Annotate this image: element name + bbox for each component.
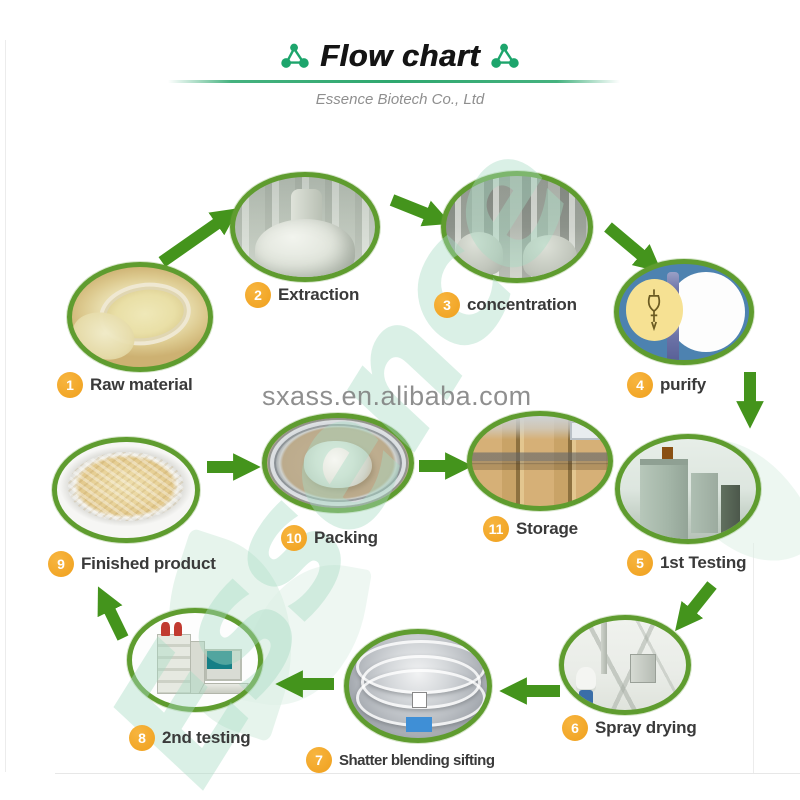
step-label: concentration: [467, 295, 577, 314]
step-label: 2nd testing: [162, 728, 251, 747]
separatory-funnel-icon: [647, 289, 661, 332]
step-label: Spray drying: [595, 718, 697, 737]
step-caption-2nd-testing: 8 2nd testing: [129, 725, 251, 751]
step-photo-raw-material: [67, 262, 213, 372]
tank-top-shape: [291, 189, 322, 221]
hplc-machine-shape: [690, 473, 718, 533]
drum-rim-shape: [269, 419, 407, 507]
extraction-tank-shape: [254, 219, 356, 277]
step-caption-concentration: 3 concentration: [434, 292, 577, 318]
step-caption-purify: 4 purify: [627, 372, 706, 398]
powder-texture: [68, 451, 184, 521]
worker-figure: [576, 666, 596, 692]
company-name: Essence Biotech Co., Ltd: [315, 91, 485, 108]
step-number-badge: 8: [129, 725, 155, 751]
drum-row-shadow: [472, 462, 608, 470]
machine-detail-shape: [662, 447, 674, 461]
dryer-hopper-shape: [629, 654, 657, 684]
arrow-1-2: [158, 208, 239, 267]
step-photo-purify: [614, 259, 754, 365]
step-label: Storage: [516, 519, 578, 538]
left-edge-line: [5, 40, 6, 772]
machine-label-plate: [405, 717, 432, 732]
hplc-stack-shape: [189, 641, 205, 694]
step-photo-1st-testing: [615, 434, 761, 544]
hplc-stack-shape: [157, 633, 191, 694]
step-photo-2nd-testing: [127, 608, 263, 712]
step-label: Raw material: [90, 375, 193, 394]
step-number-badge: 1: [57, 372, 83, 398]
header: Flow chart: [0, 38, 800, 74]
step-label: Packing: [314, 528, 378, 547]
reagent-bottle-shape: [173, 622, 183, 636]
keyboard-shape: [198, 682, 250, 694]
step-label: 1st Testing: [660, 553, 747, 572]
step-number-badge: 2: [245, 282, 271, 308]
step-photo-storage: [467, 411, 613, 511]
monitor-shape: [205, 648, 242, 681]
step-caption-1st-testing: 5 1st Testing: [627, 550, 746, 576]
molecule-icon-left: [280, 42, 310, 70]
hplc-machine-shape: [640, 459, 688, 539]
header-divider: [168, 80, 620, 83]
step-number-badge: 4: [627, 372, 653, 398]
step-number-badge: 9: [48, 551, 74, 577]
step-label: Finished product: [81, 554, 216, 573]
step-number-badge: 3: [434, 292, 460, 318]
tank-shape: [454, 232, 503, 275]
arrow-3-4: [604, 222, 662, 273]
right-edge-line: [753, 543, 754, 773]
machine-logo-plate: [412, 692, 427, 708]
step-label: purify: [660, 375, 707, 394]
step-caption-spray-drying: 6 Spray drying: [562, 715, 697, 741]
purification-column-shape: [667, 316, 679, 360]
step-label: Shatter blending sifting: [339, 751, 495, 769]
step-number-badge: 11: [483, 516, 509, 542]
step-caption-raw-material: 1 Raw material: [57, 372, 193, 398]
worker-figure: [578, 690, 594, 705]
tank-shape: [522, 235, 577, 278]
step-number-badge: 10: [281, 525, 307, 551]
step-number-badge: 5: [627, 550, 653, 576]
arrow-8-9: [97, 586, 129, 641]
arrow-2-3: [389, 194, 452, 227]
hplc-machine-shape: [720, 485, 740, 533]
step-caption-finished-product: 9 Finished product: [48, 551, 216, 577]
step-photo-extraction: [230, 172, 380, 282]
step-photo-shatter-blending-sifting: [344, 629, 492, 743]
wall-window-shape: [570, 420, 602, 440]
page-title: Flow chart: [319, 38, 480, 73]
molecule-icon-right: [490, 42, 520, 70]
plastic-bag-shape: [303, 441, 373, 489]
step-caption-shatter-blending-sifting: 7 Shatter blending sifting: [306, 747, 495, 773]
funnel-panel: [625, 279, 683, 341]
step-photo-spray-drying: [559, 615, 691, 715]
step-caption-packing: 10 Packing: [281, 525, 378, 551]
bottom-edge-line: [55, 773, 800, 774]
step-caption-storage: 11 Storage: [483, 516, 578, 542]
step-caption-extraction: 2 Extraction: [245, 282, 359, 308]
reagent-bottle-shape: [160, 622, 170, 636]
step-number-badge: 6: [562, 715, 588, 741]
pipe-shape: [600, 620, 607, 674]
monitor-screen: [207, 650, 232, 670]
step-label: Extraction: [278, 285, 360, 304]
arrow-5-6: [675, 581, 717, 632]
step-photo-finished-product: [52, 437, 200, 543]
step-number-badge: 7: [306, 747, 332, 773]
step-photo-concentration: [441, 171, 593, 283]
step-photo-packing: [262, 413, 414, 513]
